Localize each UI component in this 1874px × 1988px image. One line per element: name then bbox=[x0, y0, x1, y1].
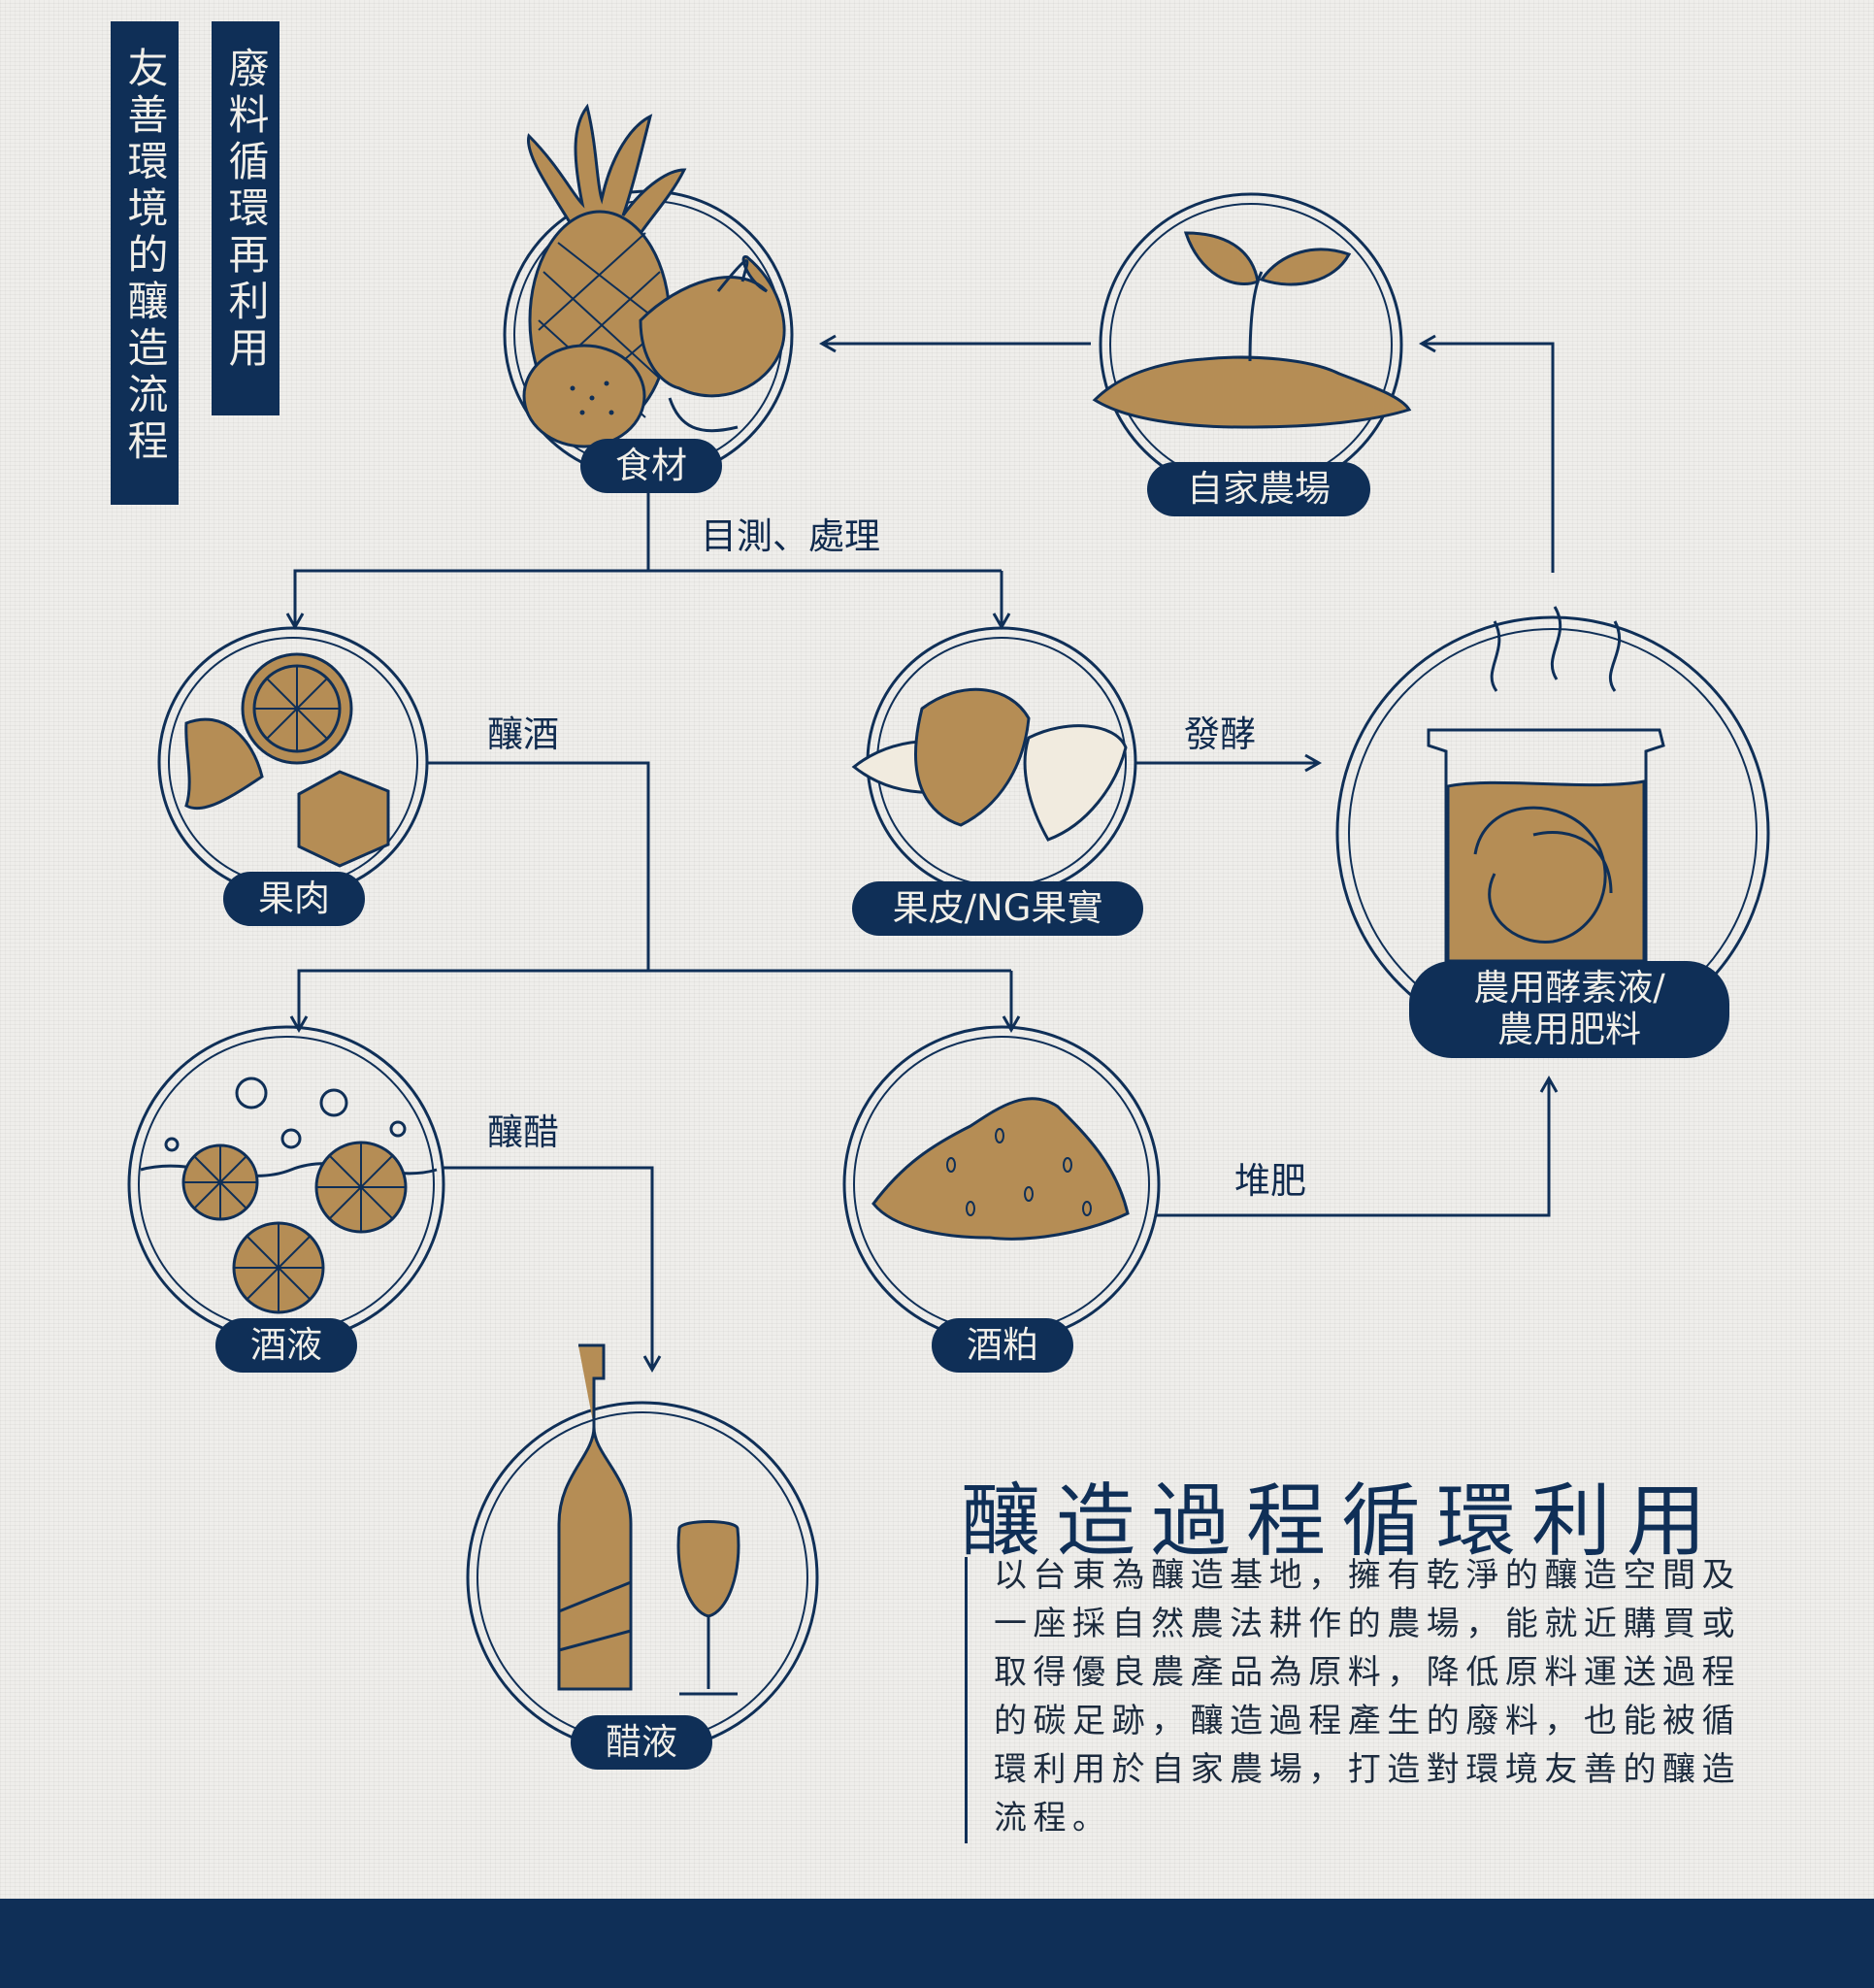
lees-illustration bbox=[871, 1097, 1130, 1241]
edge-label-brew-wine: 釀酒 bbox=[487, 713, 559, 755]
node-wine: 酒液 bbox=[215, 1318, 357, 1373]
connector-to-wine bbox=[289, 969, 1011, 1034]
side-tag-eco-process: 友善環境的釀造流程 bbox=[111, 21, 179, 505]
description-rule bbox=[965, 1557, 968, 1843]
side-tag-waste-recycle: 廢料循環再利用 bbox=[212, 21, 279, 415]
circle-vinegar bbox=[466, 1401, 819, 1754]
node-peel: 果皮/NG果實 bbox=[852, 881, 1143, 936]
section-title: 釀造過程循環利用 bbox=[961, 1475, 1723, 1568]
connector-to-flesh bbox=[285, 569, 1002, 631]
process-diagram bbox=[127, 103, 1770, 1754]
flesh-illustration bbox=[184, 652, 390, 868]
section-description: 以台東為釀造基地，擁有乾淨的釀造空間及一座採自然農法耕作的農場，能就近購買或取得… bbox=[994, 1556, 1741, 1838]
farm-illustration bbox=[1092, 231, 1412, 429]
edge-label-brew-vinegar: 釀醋 bbox=[487, 1111, 559, 1153]
node-enzyme-line1: 農用酵素液/ bbox=[1473, 967, 1665, 1010]
wine-illustration bbox=[140, 1077, 438, 1314]
connector-flesh-brew bbox=[427, 761, 650, 971]
connector-wine-vinegar bbox=[442, 1166, 662, 1374]
node-enzyme: 農用酵素液/ 農用肥料 bbox=[1409, 961, 1729, 1058]
node-enzyme-line2: 農用肥料 bbox=[1497, 1009, 1641, 1050]
edge-label-ferment: 發酵 bbox=[1184, 713, 1256, 755]
footer-bar bbox=[0, 1899, 1874, 1988]
connector-lees-compost bbox=[1155, 1075, 1559, 1217]
edge-label-compost: 堆肥 bbox=[1234, 1160, 1306, 1202]
edge-label-inspect: 目測、處理 bbox=[701, 515, 880, 557]
connector-enzyme-farm bbox=[1418, 334, 1555, 573]
node-ingredients: 食材 bbox=[580, 439, 722, 493]
ingredients-illustration bbox=[522, 103, 786, 448]
node-vinegar: 醋液 bbox=[571, 1715, 712, 1770]
enzyme-illustration bbox=[1427, 606, 1665, 965]
node-farm: 自家農場 bbox=[1147, 462, 1370, 516]
peel-illustration bbox=[851, 687, 1128, 842]
node-flesh: 果肉 bbox=[223, 872, 365, 926]
vinegar-illustration bbox=[557, 1343, 740, 1696]
node-lees: 酒粕 bbox=[932, 1318, 1073, 1373]
